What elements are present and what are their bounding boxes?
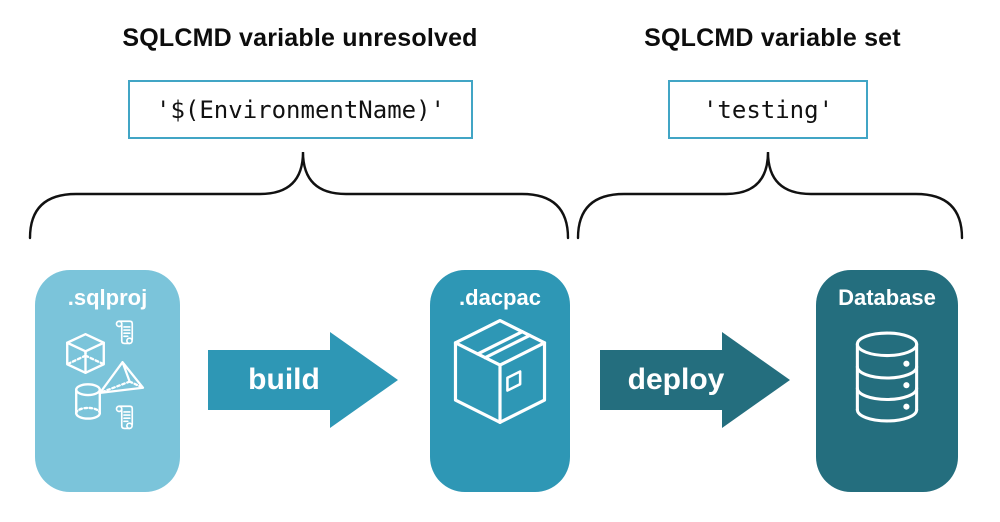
unresolved-variable-value: '$(EnvironmentName)': [156, 95, 445, 124]
deploy-arrow-label: deploy: [627, 363, 725, 396]
right-annotation-title: SQLCMD variable set: [644, 24, 901, 52]
node-database-label: Database: [838, 285, 936, 310]
node-sqlproj-label: .sqlproj: [67, 285, 148, 310]
right-arrow-shape: [208, 332, 398, 428]
cube-icon: [66, 332, 105, 375]
node-database: Database: [816, 270, 958, 492]
scroll-icon: [115, 320, 134, 345]
cylinder-icon: [75, 383, 101, 420]
node-dacpac: .dacpac: [430, 270, 570, 492]
deploy-arrow: deploy: [600, 332, 790, 428]
package-icon: [453, 318, 547, 424]
pyramid-icon: [98, 361, 145, 394]
left-brace: [28, 151, 570, 240]
build-arrow-label: build: [248, 363, 320, 396]
set-variable-box: 'testing': [668, 80, 868, 139]
left-annotation-title: SQLCMD variable unresolved: [122, 24, 478, 52]
database-icon: [855, 331, 919, 423]
right-brace: [576, 151, 964, 240]
node-dacpac-label: .dacpac: [459, 285, 541, 310]
build-arrow: build: [208, 332, 398, 428]
set-variable-value: 'testing': [702, 95, 834, 124]
scroll-icon: [115, 405, 134, 430]
node-sqlproj: .sqlproj: [35, 270, 180, 492]
right-arrow-shape: [600, 332, 790, 428]
unresolved-variable-box: '$(EnvironmentName)': [128, 80, 473, 139]
